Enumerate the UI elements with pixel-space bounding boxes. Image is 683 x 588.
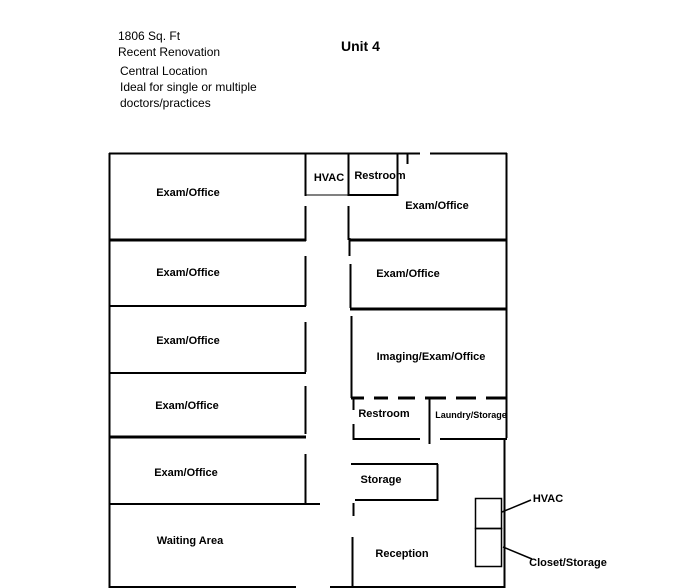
room-label-restroom-top: Restroom — [354, 170, 406, 182]
room-label-exam-office-2: Exam/Office — [156, 267, 220, 279]
room-label-restroom-bottom: Restroom — [358, 408, 410, 420]
unit-title: Unit 4 — [341, 38, 380, 54]
room-label-storage: Storage — [360, 474, 402, 486]
room-label-exam-office-right-top: Exam/Office — [405, 200, 469, 212]
room-label-laundry-storage: Laundry/Storage — [435, 410, 507, 420]
ideal-use-note-line2: doctors/practices — [120, 96, 211, 110]
room-label-closet-storage: Closet/Storage — [529, 557, 607, 569]
room-label-exam-office-right-2: Exam/Office — [376, 268, 440, 280]
room-label-exam-office-5: Exam/Office — [154, 467, 218, 479]
room-label-exam-office-4: Exam/Office — [155, 400, 219, 412]
location-note: Central Location — [120, 64, 208, 78]
room-label-exam-office-3: Exam/Office — [156, 335, 220, 347]
room-label-hvac-top: HVAC — [313, 172, 345, 184]
room-label-reception: Reception — [375, 548, 429, 560]
room-label-waiting-area: Waiting Area — [156, 535, 224, 547]
ideal-use-note-line1: Ideal for single or multiple — [120, 80, 257, 94]
room-label-hvac-side: HVAC — [532, 493, 564, 505]
room-label-imaging: Imaging/Exam/Office — [376, 351, 486, 363]
square-footage-note: 1806 Sq. Ft — [118, 29, 181, 43]
renovation-note: Recent Renovation — [118, 45, 221, 59]
room-label-exam-office-1: Exam/Office — [156, 187, 220, 199]
